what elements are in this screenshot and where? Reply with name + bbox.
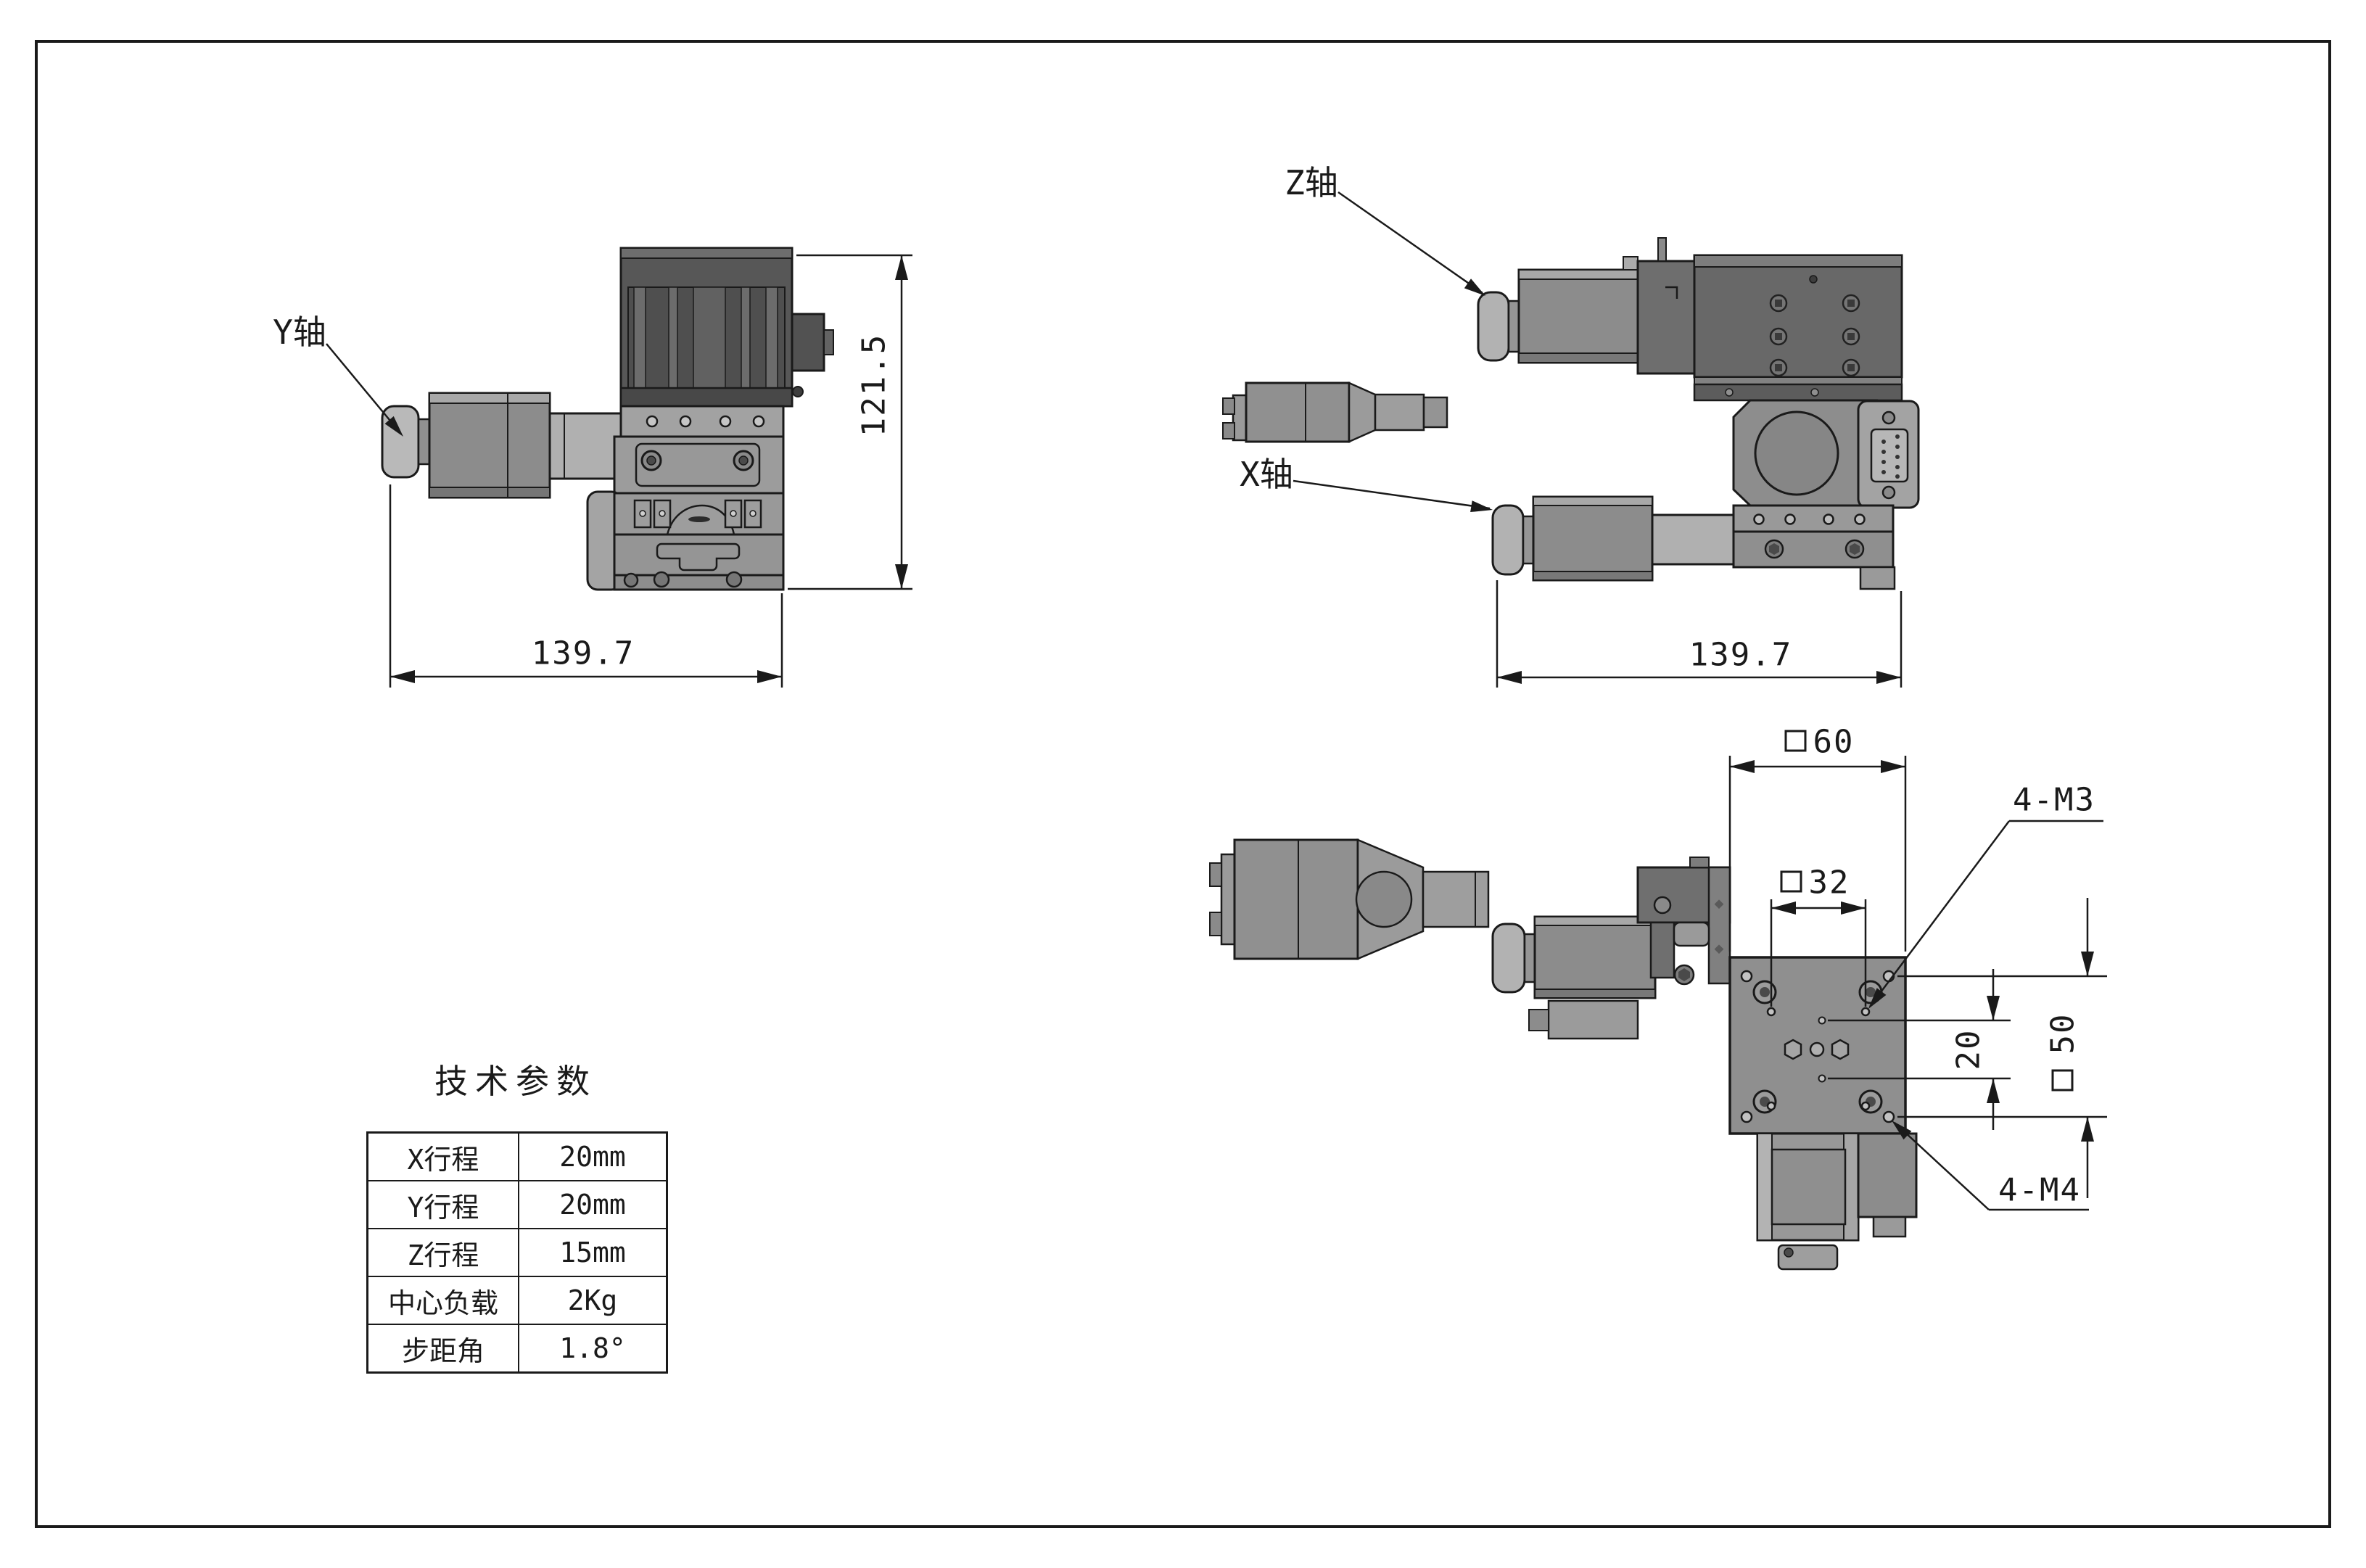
plate-m3-holes [1766, 1007, 1871, 1111]
table-row: 步距角 1.8° [366, 1324, 668, 1374]
dim-sq32: 32 [1770, 865, 1867, 1007]
stage-hole-strip [619, 405, 785, 438]
plate-m4-holes [1740, 970, 1895, 1123]
z-axis-leader-arrow [1464, 278, 1485, 296]
y-motor-bracket [548, 412, 622, 480]
y-axis-leader [326, 343, 401, 434]
spec-table: X行程 20mm Y行程 20mm Z行程 15mm 中心负载 2Kg 步距角 … [366, 1131, 668, 1374]
dim-139-7-b: 139.7 [1496, 580, 1903, 688]
stage-bore [1754, 410, 1839, 496]
view-top-plate: 60 32 20 [1209, 724, 2107, 1271]
y-axis-leader-arrow [384, 416, 403, 437]
param-value: 2Kg [518, 1276, 668, 1325]
callout-4m4: 4-M4 [1892, 1121, 2089, 1211]
dim-sq60: 60 [1728, 724, 1907, 952]
plate-center-cluster [1784, 1039, 1850, 1060]
z-stage-cube [1693, 254, 1903, 379]
dim-sq32-text: 32 [1809, 865, 1850, 901]
y-motor-body [428, 392, 551, 499]
callout-4m3-text: 4-M3 [2013, 782, 2095, 819]
param-name: X行程 [366, 1131, 519, 1181]
plate-row-hole-top [1818, 1016, 1826, 1025]
callout-4m3: 4-M3 [1868, 782, 2103, 1009]
cable-connector-top [1222, 381, 1448, 443]
dim-139-7-a-text: 139.7 [532, 635, 635, 672]
callout-4m4-text: 4-M4 [1998, 1172, 2081, 1209]
stage-tab-section [613, 492, 785, 536]
x-stage-base [1732, 530, 1896, 590]
xy-stage-block [1732, 399, 1895, 507]
dim-121-5: 121.5 [788, 254, 912, 590]
mounting-plate [1728, 956, 1907, 1135]
z-motor-horizontal [1477, 256, 1639, 364]
mid-divider-plate [1693, 376, 1903, 402]
table-row: X行程 20mm [366, 1131, 668, 1181]
z-motor-screw [792, 386, 804, 397]
square-symbol-50 [2051, 1069, 2074, 1092]
db9-connector [1857, 400, 1920, 509]
dim-sq50: 50 [1897, 898, 2107, 1198]
cube-socket-screws [1769, 294, 1860, 377]
dim-sq60-text: 60 [1813, 724, 1855, 761]
square-symbol-32 [1780, 870, 1802, 893]
table-row: 中心负载 2Kg [366, 1276, 668, 1325]
dim-139-7-b-text: 139.7 [1689, 637, 1792, 674]
param-name: 步距角 [366, 1324, 519, 1374]
dim-sq50-text: 50 [2045, 1013, 2082, 1055]
dim-139-7-a: 139.7 [389, 484, 783, 688]
x-stage-hole-strip [1732, 504, 1895, 533]
stage-screw-panel [613, 435, 785, 495]
dim-20-text: 20 [1950, 1029, 1987, 1070]
z-axis-leader [1337, 191, 1483, 294]
table-row: Y行程 20mm [366, 1180, 668, 1229]
param-value: 1.8° [518, 1324, 668, 1374]
z-motor-top-view [1756, 1132, 1918, 1271]
param-name: 中心负载 [366, 1276, 519, 1325]
view-side-y: Y轴 121.5 139.7 [273, 247, 912, 688]
square-symbol-60 [1784, 730, 1807, 752]
view-front-zx: Z轴 X轴 139.7 [1222, 163, 1920, 688]
param-value: 20mm [518, 1180, 668, 1229]
x-axis-leader-arrow [1470, 500, 1493, 513]
stage-bracket-top-view [1636, 857, 1731, 986]
plate-row-hole-bottom [1818, 1074, 1826, 1083]
table-row: Z行程 15mm [366, 1228, 668, 1277]
x-axis-leader [1293, 479, 1491, 510]
y-axis-label: Y轴 [273, 313, 326, 352]
param-value: 15mm [518, 1228, 668, 1277]
z-motor-vertical [619, 247, 794, 408]
dim-20: 20 [1828, 969, 2011, 1130]
cable-connector-bottom [1209, 838, 1490, 960]
param-name: Z行程 [366, 1228, 519, 1277]
dim-121-5-text: 121.5 [856, 334, 893, 437]
stage-base-block [613, 533, 785, 577]
z-mount-bracket [1636, 237, 1696, 375]
y-motor-shaft-ring [417, 418, 431, 466]
stage-foot-strip [613, 571, 785, 591]
param-name: Y行程 [366, 1180, 519, 1229]
x-motor-horizontal [1491, 495, 1735, 582]
z-motor-connector [791, 313, 834, 372]
x-axis-label: X轴 [1240, 455, 1293, 494]
z-axis-label: Z轴 [1285, 163, 1338, 202]
x-motor-top-view [1491, 915, 1657, 1040]
sheet-border [35, 40, 2331, 1528]
spec-table-title: 技术参数 [434, 1062, 597, 1101]
param-value: 20mm [518, 1131, 668, 1181]
